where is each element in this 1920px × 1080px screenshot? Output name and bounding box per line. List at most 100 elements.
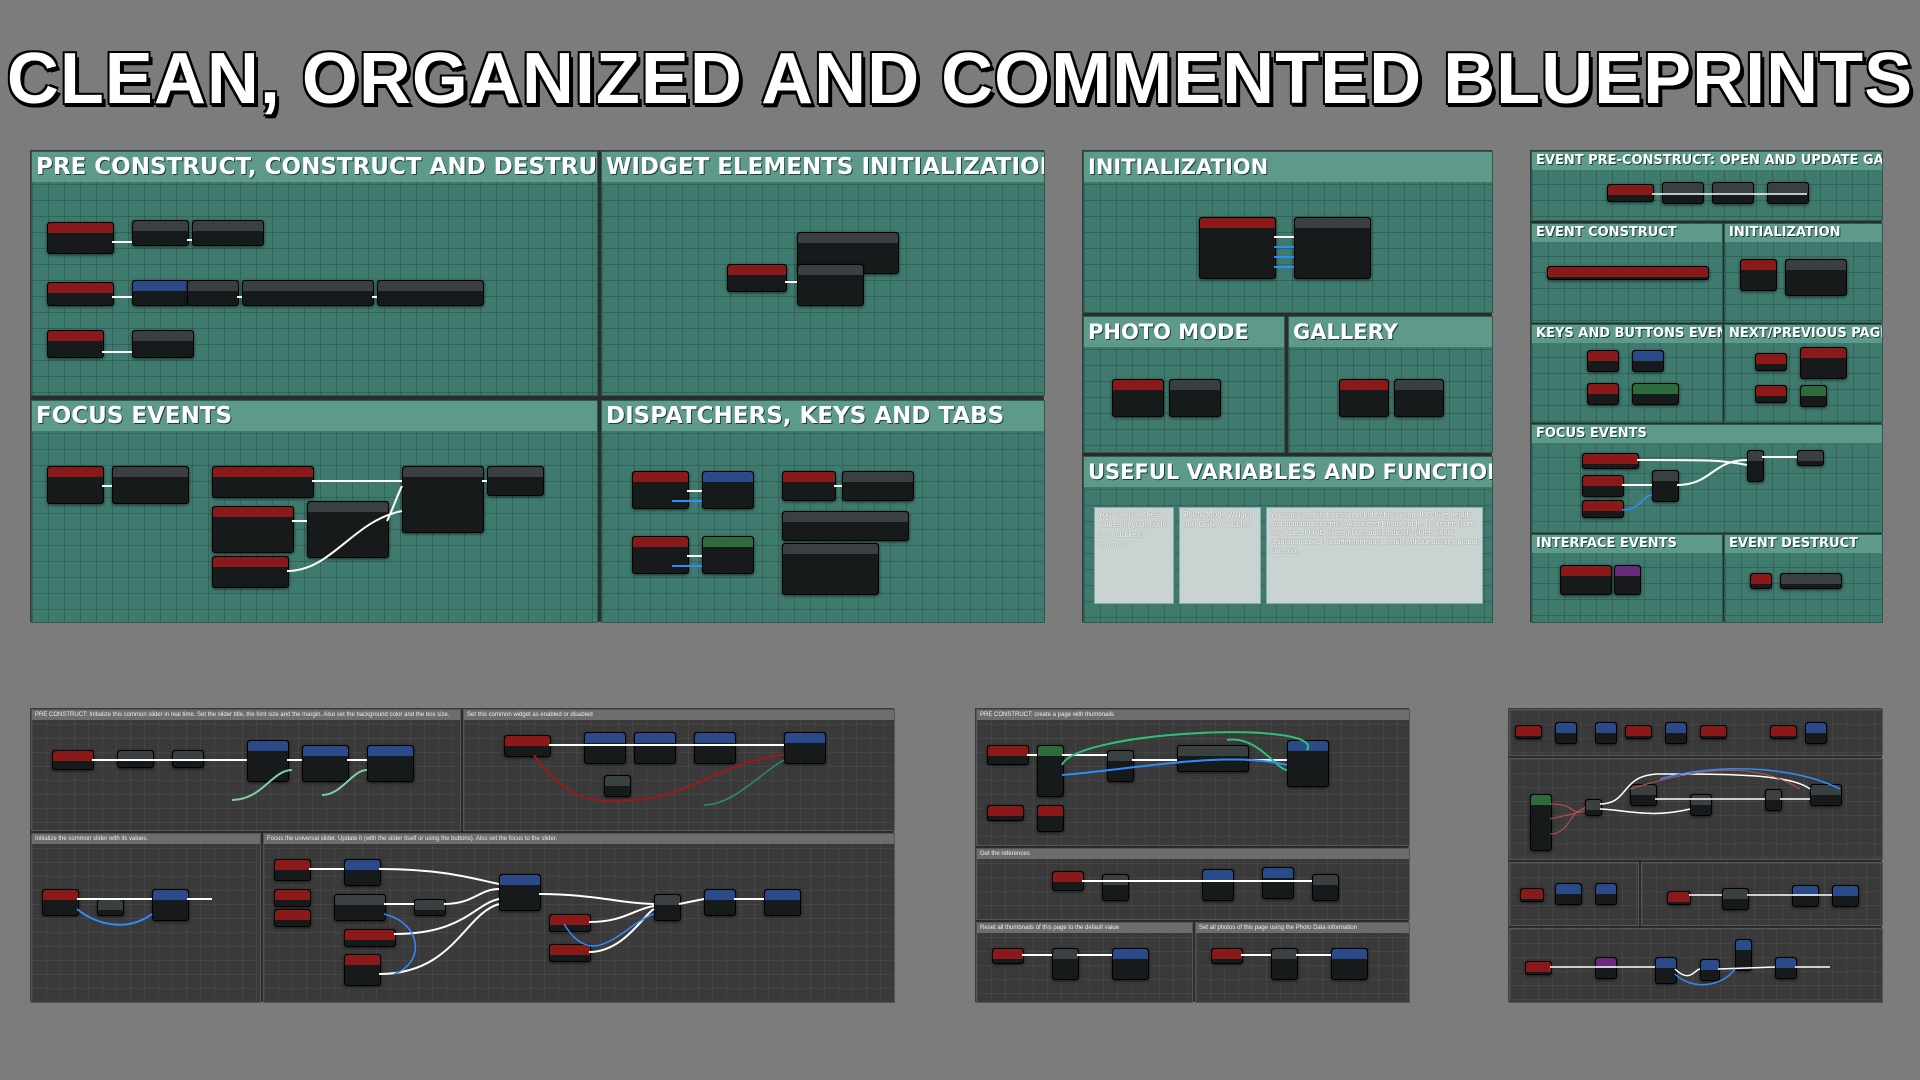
function-node[interactable] bbox=[1735, 939, 1752, 971]
function-node[interactable] bbox=[1712, 182, 1754, 204]
comment-photo-mode[interactable]: PHOTO MODE bbox=[1083, 316, 1285, 453]
function-node[interactable] bbox=[1767, 182, 1809, 204]
event-node[interactable] bbox=[1052, 871, 1084, 891]
event-node[interactable] bbox=[1520, 888, 1544, 902]
event-node[interactable] bbox=[47, 330, 104, 358]
function-node[interactable] bbox=[1555, 883, 1582, 905]
event-node[interactable] bbox=[1750, 573, 1772, 589]
function-node[interactable] bbox=[487, 466, 544, 496]
event-node[interactable] bbox=[47, 282, 114, 306]
function-node[interactable] bbox=[97, 899, 124, 916]
function-node[interactable] bbox=[414, 899, 446, 916]
comment-gallery[interactable]: GALLERY bbox=[1288, 316, 1493, 453]
comment-thumbnail-page[interactable]: PRE CONSTRUCT: create a page with thumbn… bbox=[976, 709, 1410, 846]
function-node[interactable] bbox=[152, 889, 189, 921]
event-node[interactable] bbox=[212, 466, 314, 498]
function-node[interactable] bbox=[1765, 789, 1782, 811]
event-node[interactable] bbox=[632, 471, 689, 509]
event-node[interactable] bbox=[1199, 217, 1276, 279]
event-node[interactable] bbox=[1339, 379, 1389, 417]
function-node[interactable] bbox=[1662, 182, 1704, 204]
function-node[interactable] bbox=[842, 471, 914, 501]
function-node[interactable] bbox=[704, 889, 736, 916]
function-node[interactable] bbox=[702, 471, 754, 509]
event-node[interactable] bbox=[344, 954, 381, 986]
function-node[interactable] bbox=[344, 859, 381, 886]
event-node[interactable] bbox=[42, 889, 79, 916]
function-node[interactable] bbox=[1202, 869, 1234, 901]
event-node[interactable] bbox=[1515, 725, 1542, 739]
comment-gallery-main[interactable] bbox=[1509, 758, 1883, 860]
function-node[interactable] bbox=[1595, 883, 1617, 905]
function-node[interactable] bbox=[132, 280, 189, 306]
event-node[interactable] bbox=[274, 909, 311, 927]
function-node[interactable] bbox=[1107, 750, 1134, 782]
event-node[interactable] bbox=[1770, 725, 1797, 739]
function-node[interactable] bbox=[1102, 874, 1129, 901]
function-node[interactable] bbox=[604, 775, 631, 797]
function-node[interactable] bbox=[1052, 948, 1079, 980]
comment-reset-thumbnails[interactable]: Reset all thumbnails of this page to the… bbox=[976, 922, 1193, 1003]
event-node[interactable] bbox=[52, 750, 94, 770]
function-node[interactable] bbox=[1331, 948, 1368, 980]
comment-slider-focus[interactable]: Focus the universal slider. Update it (w… bbox=[263, 833, 895, 1003]
function-node[interactable] bbox=[1112, 948, 1149, 980]
function-node[interactable] bbox=[132, 330, 194, 358]
function-node[interactable] bbox=[172, 750, 204, 768]
function-node[interactable] bbox=[1655, 957, 1677, 984]
function-node[interactable] bbox=[634, 732, 676, 764]
comment-widget-elements[interactable]: WIDGET ELEMENTS INITIALIZATION bbox=[601, 151, 1045, 396]
event-node[interactable] bbox=[1560, 565, 1612, 595]
function-node[interactable] bbox=[1271, 948, 1298, 980]
function-node[interactable] bbox=[1287, 740, 1329, 787]
comment-slider-enable[interactable]: Set this common widget as enabled or dis… bbox=[463, 709, 895, 831]
function-node[interactable] bbox=[302, 745, 349, 782]
function-node[interactable] bbox=[1785, 259, 1847, 296]
event-node[interactable] bbox=[212, 506, 294, 553]
function-node[interactable] bbox=[654, 894, 681, 921]
comment-gallery-middle-a[interactable] bbox=[1509, 862, 1639, 926]
event-node[interactable] bbox=[47, 222, 114, 254]
function-node[interactable] bbox=[1595, 722, 1617, 744]
comment-interface-events[interactable]: INTERFACE EVENTS bbox=[1531, 534, 1723, 623]
function-node[interactable] bbox=[584, 732, 626, 764]
event-node[interactable] bbox=[1667, 891, 1691, 905]
comment-initialization[interactable]: INITIALIZATION bbox=[1724, 223, 1883, 323]
function-node[interactable] bbox=[1665, 722, 1687, 744]
function-node[interactable] bbox=[1294, 217, 1371, 279]
event-node[interactable] bbox=[632, 536, 689, 574]
function-node[interactable] bbox=[1652, 470, 1679, 502]
event-node[interactable] bbox=[274, 889, 311, 907]
function-node[interactable] bbox=[1805, 722, 1827, 744]
event-node[interactable] bbox=[504, 735, 551, 757]
function-node[interactable] bbox=[1547, 266, 1709, 280]
comment-event-destruct[interactable]: EVENT DESTRUCT bbox=[1724, 534, 1883, 623]
comment-gallery-top[interactable] bbox=[1509, 709, 1883, 756]
function-node[interactable] bbox=[132, 220, 189, 246]
comment-slider-initialize[interactable]: Initialize the common slider with its va… bbox=[31, 833, 261, 1003]
function-node[interactable] bbox=[782, 543, 879, 595]
function-node[interactable] bbox=[1800, 347, 1847, 379]
event-node[interactable] bbox=[782, 471, 836, 501]
event-node[interactable] bbox=[1625, 725, 1652, 739]
event-node[interactable] bbox=[1582, 453, 1639, 469]
comment-next-previous[interactable]: NEXT/PREVIOUS PAGE bbox=[1724, 324, 1883, 423]
function-node[interactable] bbox=[1262, 867, 1294, 899]
comment-slider-preconstruct[interactable]: PRE CONSTRUCT: Initialize this common sl… bbox=[31, 709, 461, 831]
function-node[interactable] bbox=[1690, 794, 1712, 816]
function-node[interactable] bbox=[1312, 874, 1339, 901]
function-node[interactable] bbox=[1037, 745, 1064, 797]
event-node[interactable] bbox=[1112, 379, 1164, 417]
function-node[interactable] bbox=[1177, 745, 1249, 772]
comment-useful-variables[interactable]: USEFUL VARIABLES AND FUNCTIONS You can u… bbox=[1083, 456, 1493, 623]
event-node[interactable] bbox=[992, 948, 1024, 964]
function-node[interactable] bbox=[1800, 385, 1827, 407]
function-node[interactable] bbox=[117, 750, 154, 768]
function-node[interactable] bbox=[367, 745, 414, 782]
comment-set-photos[interactable]: Set all photos of this page using the Ph… bbox=[1195, 922, 1410, 1003]
comment-pre-construct-gallery[interactable]: EVENT PRE-CONSTRUCT: OPEN AND UPDATE GAL… bbox=[1531, 151, 1883, 221]
function-node[interactable] bbox=[247, 740, 289, 782]
function-node[interactable] bbox=[1797, 450, 1824, 466]
function-node[interactable] bbox=[1614, 565, 1641, 595]
event-node[interactable] bbox=[987, 805, 1024, 821]
